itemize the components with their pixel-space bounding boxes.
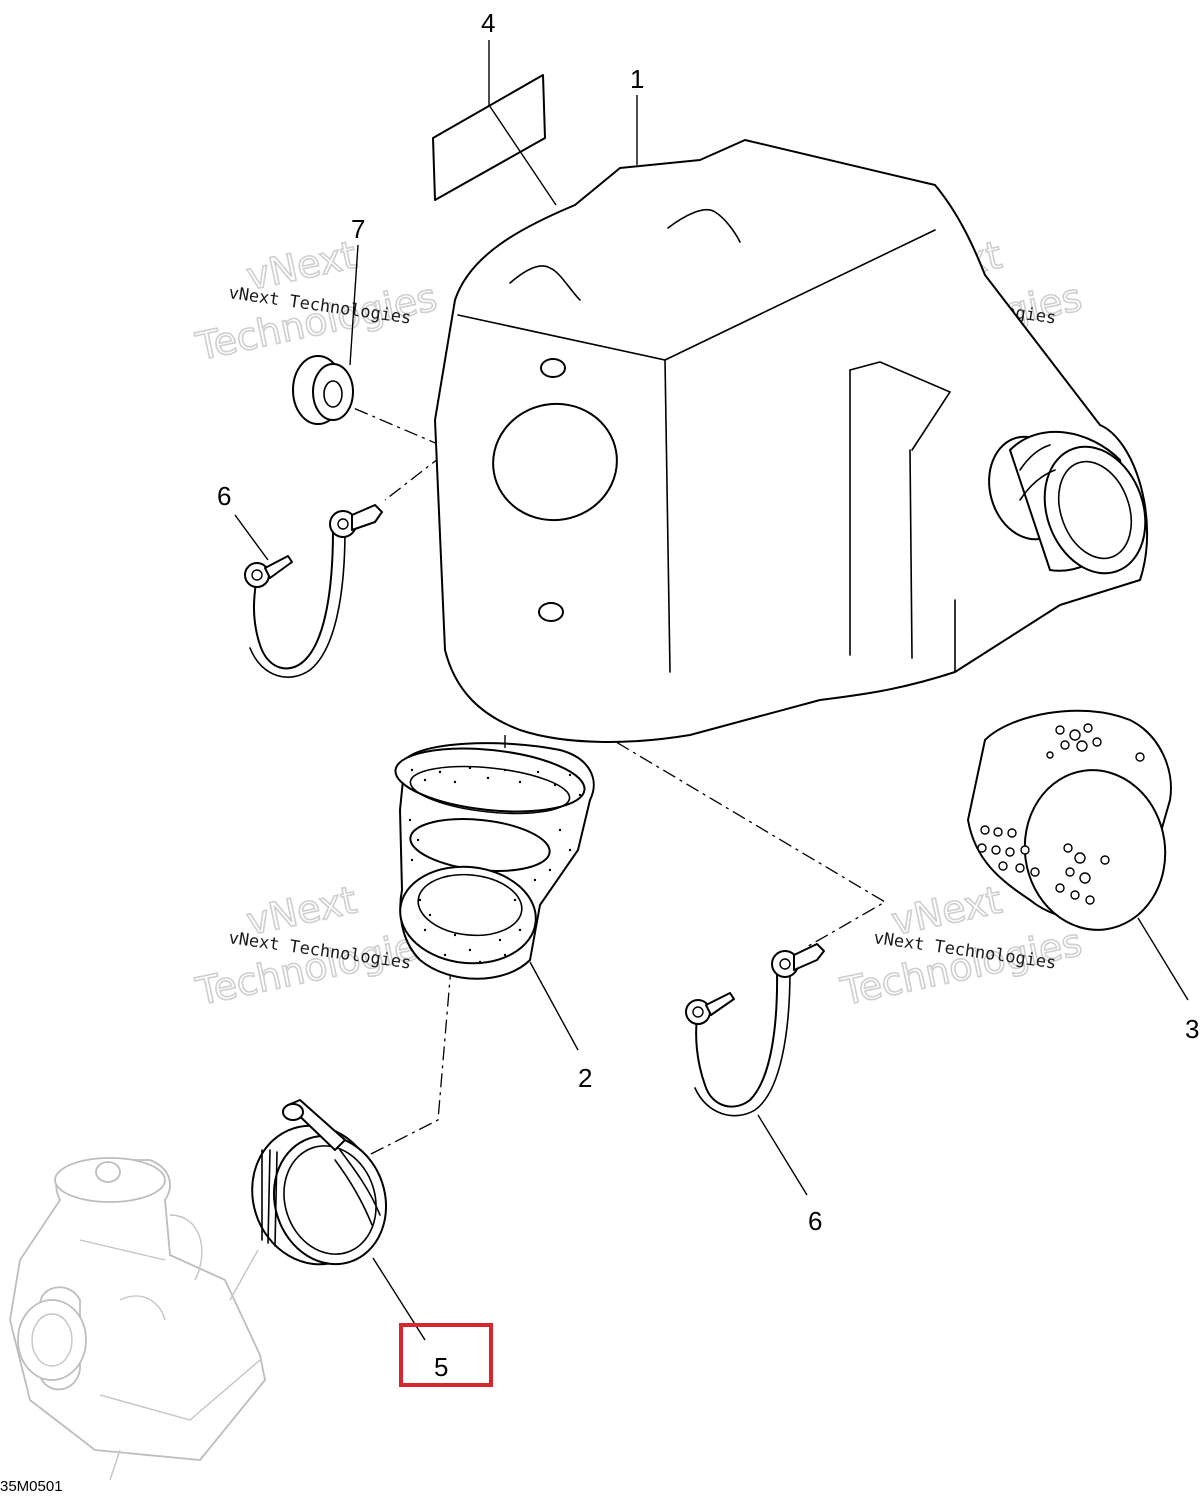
callout-6-lower[interactable]: 6 xyxy=(808,1206,822,1236)
watermark-top-left: vNext Technologies vNext Technologies xyxy=(191,232,442,370)
foam-texture xyxy=(408,766,582,964)
label-decal xyxy=(432,74,546,201)
callout-7[interactable]: 7 xyxy=(351,214,365,244)
rubber-adaptor xyxy=(394,742,595,980)
callout-6-upper[interactable]: 6 xyxy=(217,481,231,511)
drawing-code: 35M0501 xyxy=(0,1478,63,1495)
retaining-strap-upper xyxy=(244,504,383,678)
callout-3[interactable]: 3 xyxy=(1185,1014,1199,1044)
air-silencer-box xyxy=(434,139,1149,743)
hose-clamp xyxy=(251,1099,388,1266)
leader-lines xyxy=(234,40,1189,1341)
carburetor-ghost xyxy=(9,1157,266,1481)
callout-5[interactable]: 5 xyxy=(434,1352,448,1382)
air-filter xyxy=(967,709,1172,931)
callout-1[interactable]: 1 xyxy=(630,64,644,94)
grommet xyxy=(292,355,354,425)
highlight-box xyxy=(399,1323,493,1387)
retaining-strap-lower xyxy=(685,943,825,1117)
callouts: 4 1 7 6 2 3 6 5 xyxy=(217,8,1199,1387)
callout-4[interactable]: 4 xyxy=(481,8,495,38)
callout-2[interactable]: 2 xyxy=(578,1063,592,1093)
filter-holes xyxy=(977,723,1145,905)
